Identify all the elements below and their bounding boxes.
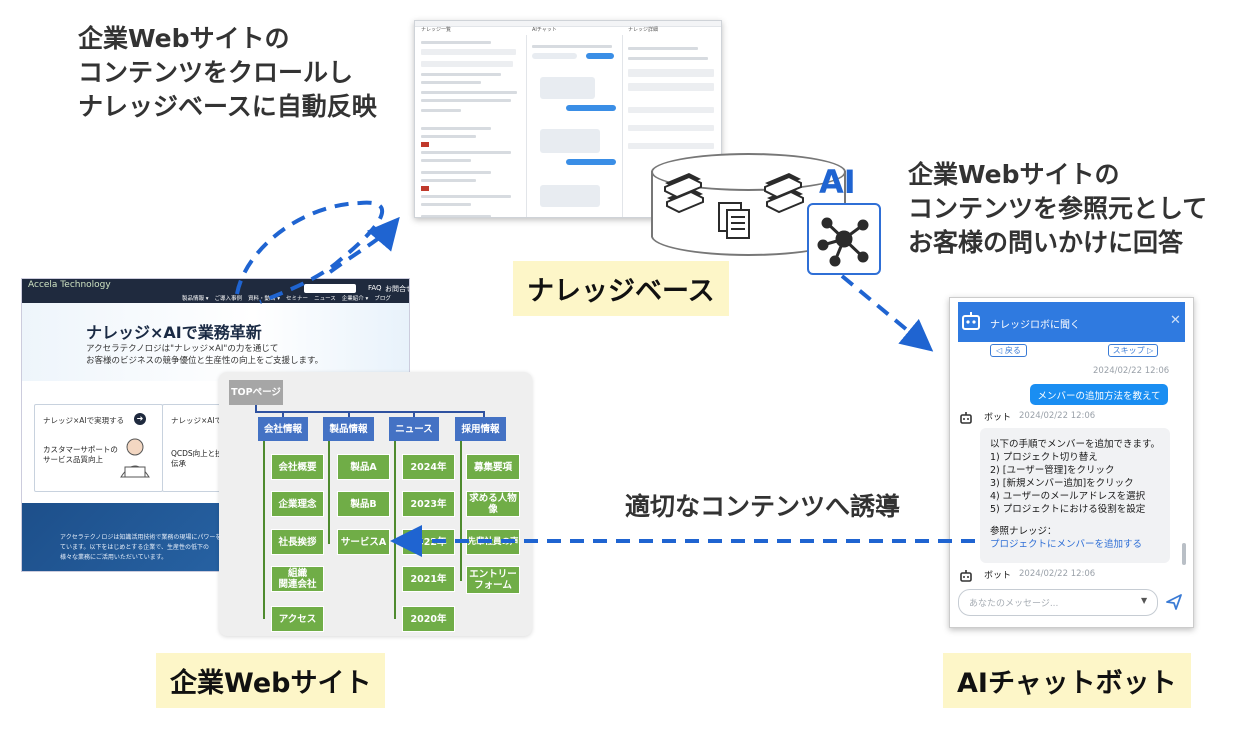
site-nav-faq[interactable]: FAQ [368, 284, 382, 292]
chat-timestamp: 2024/02/22 12:06 [1019, 569, 1096, 579]
site-footer-text: アクセラテクノロジは知識活用技術で業務の現場にパワーをも ています。以下をはじめ… [60, 534, 228, 561]
label-chatbot: AIチャットボット [943, 653, 1191, 708]
bot-name: ボット [984, 413, 1012, 423]
sitemap-top-node: TOPページ [229, 380, 283, 405]
back-button[interactable]: ◁ 戻る [990, 344, 1027, 357]
site-card1-body: カスタマーサポートの サービス品質向上 [43, 445, 118, 464]
chat-message-input[interactable]: あなたのメッセージ... ▼ [958, 589, 1158, 616]
answer-line: 以下の手順でメンバーを追加できます。 [990, 439, 1161, 450]
kb-detail-pane: ナレッジ詳細 [622, 27, 721, 217]
site-nav-contact[interactable]: お問合せ [385, 285, 409, 293]
chatbot-screenshot: ナレッジロボに聞く ✕ ◁ 戻る スキップ ▷ 2024/02/22 12:06… [949, 297, 1194, 628]
answer-line: 4) ユーザーのメールアドレスを選択 [990, 491, 1146, 502]
site-hero-title: ナレッジ×AIで業務革新 [86, 323, 262, 342]
robot-icon [962, 312, 980, 330]
site-menu-item[interactable]: 企業紹介 ▾ [341, 296, 369, 302]
sitemap-page-node-service-a: サービスA [337, 529, 390, 555]
site-menu-item[interactable]: ブログ [374, 296, 391, 302]
sitemap-page-node: エントリー フォーム [466, 566, 520, 594]
sitemap-page-node: 募集要項 [466, 454, 520, 480]
label-website: 企業Webサイト [156, 653, 386, 708]
chat-input-placeholder: あなたのメッセージ... [969, 599, 1059, 609]
chat-scrollbar[interactable] [1182, 543, 1186, 565]
site-search-box[interactable] [304, 284, 356, 293]
ai-label: AI [819, 163, 856, 201]
reference-label: 参照ナレッジ： [990, 526, 1057, 537]
sitemap-page-node: 製品A [337, 454, 390, 480]
bot-answer-message: 以下の手順でメンバーを追加できます。 1) プロジェクト切り替え 2) [ユーザ… [980, 428, 1170, 563]
answer-line: 1) プロジェクト切り替え [990, 452, 1098, 463]
site-card1-head: ナレッジ×AIで実現する [43, 416, 125, 425]
site-hero: ナレッジ×AIで業務革新 アクセラテクノロジは"ナレッジ×AI"の力を通じて お… [22, 303, 409, 381]
bot-name: ボット [984, 571, 1012, 581]
sitemap-section-node: 製品情報 [323, 417, 374, 441]
site-menu: 製品情報 ▾ ご導入事例 資料・動画 ▾ セミナー ニュース 企業紹介 ▾ ブロ… [182, 294, 391, 302]
chat-header-title: ナレッジロボに聞く [990, 320, 1080, 331]
reference-link[interactable]: プロジェクトにメンバーを追加する [990, 539, 1143, 550]
site-card2-body: QCDS向上と技 伝承 [171, 449, 223, 468]
chat-timestamp: 2024/02/22 12:06 [1019, 411, 1096, 421]
kb-list-pane: ナレッジ一覧 [415, 27, 527, 217]
sitemap-page-node: 社長挨拶 [271, 529, 324, 555]
site-menu-item[interactable]: ニュース [314, 296, 336, 302]
ai-network-icon [807, 203, 881, 275]
sitemap-page-node: 会社概要 [271, 454, 324, 480]
sitemap-page-node: 先輩社員の声 [466, 529, 520, 555]
sitemap-diagram: TOPページ 会社情報 製品情報 ニュース 採用情報 会社概要 企業理念 社長挨… [219, 372, 532, 636]
kb-pane2-title: AIチャット [532, 27, 557, 33]
kb-chat-pane: AIチャット [526, 27, 623, 217]
bot-avatar-icon [960, 570, 972, 582]
guide-caption: 適切なコンテンツへ誘導 [625, 492, 901, 521]
site-menu-item[interactable]: 資料・動画 ▾ [248, 296, 281, 302]
person-illustration-icon [120, 438, 150, 478]
database-icons [664, 173, 804, 239]
site-card-1[interactable]: ナレッジ×AIで実現する ➜ カスタマーサポートの サービス品質向上 [34, 404, 163, 492]
sitemap-section-node: 採用情報 [455, 417, 506, 441]
site-card2-head: ナレッジ×AIで [171, 416, 223, 425]
site-menu-item[interactable]: セミナー [286, 296, 309, 302]
site-logo: Accela Technology [28, 280, 111, 290]
documents-icon [718, 202, 750, 239]
site-hero-subtitle: アクセラテクノロジは"ナレッジ×AI"の力を通じて お客様のビジネスの競争優位と… [86, 344, 324, 366]
crawl-caption: 企業Webサイトの コンテンツをクロールし ナレッジベースに自動反映 [78, 24, 377, 121]
user-message: メンバーの追加方法を教えて [1030, 384, 1168, 405]
sitemap-page-node: アクセス [271, 606, 324, 632]
answer-caption: 企業Webサイトの コンテンツを参照元として お客様の問いかけに回答 [908, 160, 1208, 257]
answer-line: 2) [ユーザー管理]をクリック [990, 465, 1115, 476]
send-icon[interactable] [1165, 593, 1183, 611]
answer-line: 5) プロジェクトにおける役割を設定 [990, 504, 1146, 515]
bot-avatar-icon [960, 412, 972, 424]
crawl-arrow-head [328, 216, 400, 274]
answer-line: 3) [新規メンバー追加]をクリック [990, 478, 1134, 489]
site-menu-item[interactable]: 製品情報 ▾ [182, 296, 209, 302]
sitemap-page-node: 組織 関連会社 [271, 566, 324, 592]
sitemap-page-node: 2024年 [402, 454, 455, 480]
sitemap-section-node: 会社情報 [258, 417, 308, 441]
kb-pane1-title: ナレッジ一覧 [421, 27, 452, 33]
sitemap-section-node: ニュース [389, 417, 439, 441]
sitemap-page-node: 製品B [337, 491, 390, 517]
database-top [651, 153, 846, 191]
kb-pane3-title: ナレッジ詳細 [628, 27, 659, 33]
skip-button[interactable]: スキップ ▷ [1108, 344, 1158, 357]
site-menu-item[interactable]: ご導入事例 [214, 296, 243, 302]
chevron-down-icon[interactable]: ▼ [1141, 596, 1148, 605]
arrow-right-icon: ➜ [134, 413, 146, 425]
close-icon[interactable]: ✕ [1170, 313, 1181, 328]
books-icon-right [764, 173, 804, 214]
sitemap-page-node: 2021年 [402, 566, 455, 592]
sitemap-page-node: 2023年 [402, 491, 455, 517]
chat-header: ナレッジロボに聞く ✕ [958, 302, 1185, 342]
sitemap-page-node: 2020年 [402, 606, 455, 632]
website-screenshot: Accela Technology FAQ お問合せ 製品情報 ▾ ご導入事例 … [21, 278, 410, 572]
sitemap-page-node: 求める人物像 [466, 491, 520, 517]
chat-timestamp: 2024/02/22 12:06 [1093, 366, 1170, 376]
books-icon-left [664, 173, 704, 214]
label-knowledge-base: ナレッジベース [513, 261, 729, 316]
sitemap-page-node: 企業理念 [271, 491, 324, 517]
answer-arrow [840, 274, 934, 352]
